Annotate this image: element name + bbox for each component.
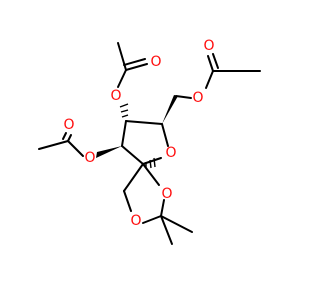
bond-c2-c1 xyxy=(121,145,144,165)
bond-c3-c4 xyxy=(125,120,163,125)
bond-carbonyl-double-top-b xyxy=(123,58,146,66)
molecule-structure: O O O O O O O O O xyxy=(38,38,261,245)
bond-o-top-carbonyl-c xyxy=(117,69,127,88)
bond-carbonyl-double-left-a xyxy=(67,134,72,142)
bond-o-left-cme2 xyxy=(142,215,162,224)
bond-carbonyl-double-right-a xyxy=(207,55,214,72)
furanose-ring xyxy=(121,120,169,165)
bond-c2-ch2 xyxy=(123,163,144,192)
wedge-c4-ch2 xyxy=(162,95,178,124)
atom-o-ester-left: O xyxy=(84,150,95,166)
bond-ch2-o-left xyxy=(123,190,132,212)
hashed-bond-c3-o-ester-top xyxy=(119,103,129,118)
bond-cme2-o-right xyxy=(160,199,165,217)
atom-o-carbonyl-left: O xyxy=(63,117,74,133)
bond-carbonyl-double-left-b xyxy=(62,132,67,140)
atom-o-dioxolane-right: O xyxy=(161,186,172,202)
bond-cme2-methyl-2 xyxy=(160,215,193,233)
atom-o-ester-top: O xyxy=(110,88,121,104)
atom-o-ester-ch2: O xyxy=(192,90,203,106)
hashed-bond-c2-o-ring xyxy=(145,157,156,169)
atom-o-dioxolane-left: O xyxy=(130,213,141,229)
bond-carbonyl-c-methyl-top xyxy=(117,42,127,71)
dioxolane-ring xyxy=(123,163,193,245)
bond-o-left-carbonyl-c xyxy=(67,140,84,157)
atom-o-carbonyl-top: O xyxy=(150,54,161,70)
bond-carbonyl-double-top-a xyxy=(125,63,148,71)
bond-cme2-methyl-1 xyxy=(160,215,173,245)
bond-carbonyl-double-right-b xyxy=(212,53,219,69)
bond-o-ester-carbonyl-c xyxy=(205,70,214,89)
bond-ch2-o-ester xyxy=(175,95,192,99)
bond-c4-o-ring xyxy=(161,123,169,147)
bond-c1-c3 xyxy=(121,120,127,147)
acetate-right xyxy=(175,53,261,99)
atom-o-ring: O xyxy=(165,145,176,161)
acetate-left xyxy=(38,132,84,157)
bond-carbonyl-c-methyl-left xyxy=(38,140,69,150)
atom-o-carbonyl-right: O xyxy=(203,38,214,54)
acetate-top xyxy=(117,42,148,88)
wedge-c1-o-ester-left xyxy=(96,146,122,158)
